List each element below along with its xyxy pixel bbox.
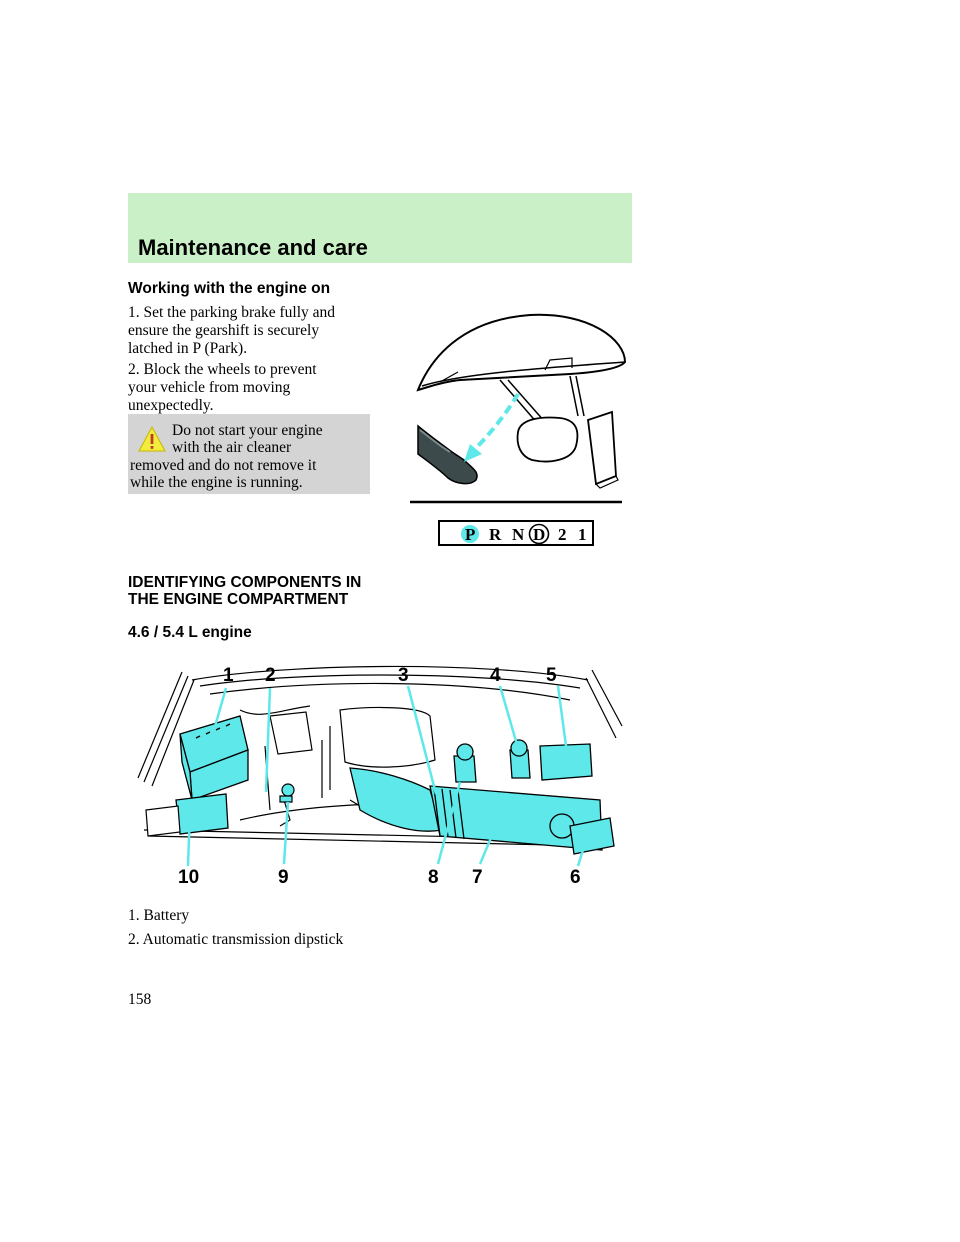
callout-9: 9 xyxy=(278,867,289,888)
gear-n: N xyxy=(512,525,525,544)
warning-line: removed and do not remove it xyxy=(130,457,317,474)
gear-r: R xyxy=(489,525,502,544)
component-item: 2. Automatic transmission dipstick xyxy=(128,931,344,948)
gear-1: 1 xyxy=(578,525,587,544)
callout-8: 8 xyxy=(428,867,439,888)
engine-compartment-illustration xyxy=(137,665,623,867)
page-number: 158 xyxy=(128,991,152,1008)
callout-4: 4 xyxy=(490,665,501,686)
section-heading: IDENTIFYING COMPONENTS IN THE ENGINE COM… xyxy=(128,574,361,608)
step-1-line: latched in P (Park). xyxy=(128,340,248,357)
step-2-line: your vehicle from moving xyxy=(128,379,291,396)
gear-indicator: P R N D 2 1 xyxy=(438,520,594,546)
section-heading-line: IDENTIFYING COMPONENTS IN xyxy=(128,574,362,591)
subsection-heading: Working with the engine on xyxy=(128,280,331,297)
gear-p: P xyxy=(465,525,476,544)
gear-d: D xyxy=(533,525,546,544)
warning-line: with the air cleaner xyxy=(172,439,292,456)
section-header: Maintenance and care xyxy=(128,193,632,263)
warning-box: Do not start your engine with the air cl… xyxy=(128,414,370,494)
step-1-line: ensure the gearshift is securely xyxy=(128,322,320,339)
callout-7: 7 xyxy=(472,867,483,888)
callout-2: 2 xyxy=(265,665,276,686)
step-1-line: 1. Set the parking brake fully and xyxy=(128,304,336,321)
parking-brake-illustration xyxy=(410,313,627,504)
section-title: Maintenance and care xyxy=(138,235,368,260)
callout-1: 1 xyxy=(223,665,234,686)
warning-triangle-icon xyxy=(138,426,166,452)
step-2-line: unexpectedly. xyxy=(128,397,214,414)
callout-6: 6 xyxy=(570,867,581,888)
component-item: 1. Battery xyxy=(128,907,190,924)
warning-line: while the engine is running. xyxy=(130,474,303,491)
step-1: 1. Set the parking brake fully and ensur… xyxy=(128,304,335,358)
engine-subheading: 4.6 / 5.4 L engine xyxy=(128,624,252,641)
callout-5: 5 xyxy=(546,665,557,686)
gear-p-highlight xyxy=(461,525,479,543)
gear-d-highlight xyxy=(528,523,550,545)
section-heading-line: THE ENGINE COMPARTMENT xyxy=(128,591,349,608)
callout-3: 3 xyxy=(398,665,409,686)
step-2: 2. Block the wheels to prevent your vehi… xyxy=(128,361,317,415)
warning-line: Do not start your engine xyxy=(172,422,323,439)
gear-2: 2 xyxy=(558,525,567,544)
callout-10: 10 xyxy=(178,867,200,888)
step-2-line: 2. Block the wheels to prevent xyxy=(128,361,317,378)
